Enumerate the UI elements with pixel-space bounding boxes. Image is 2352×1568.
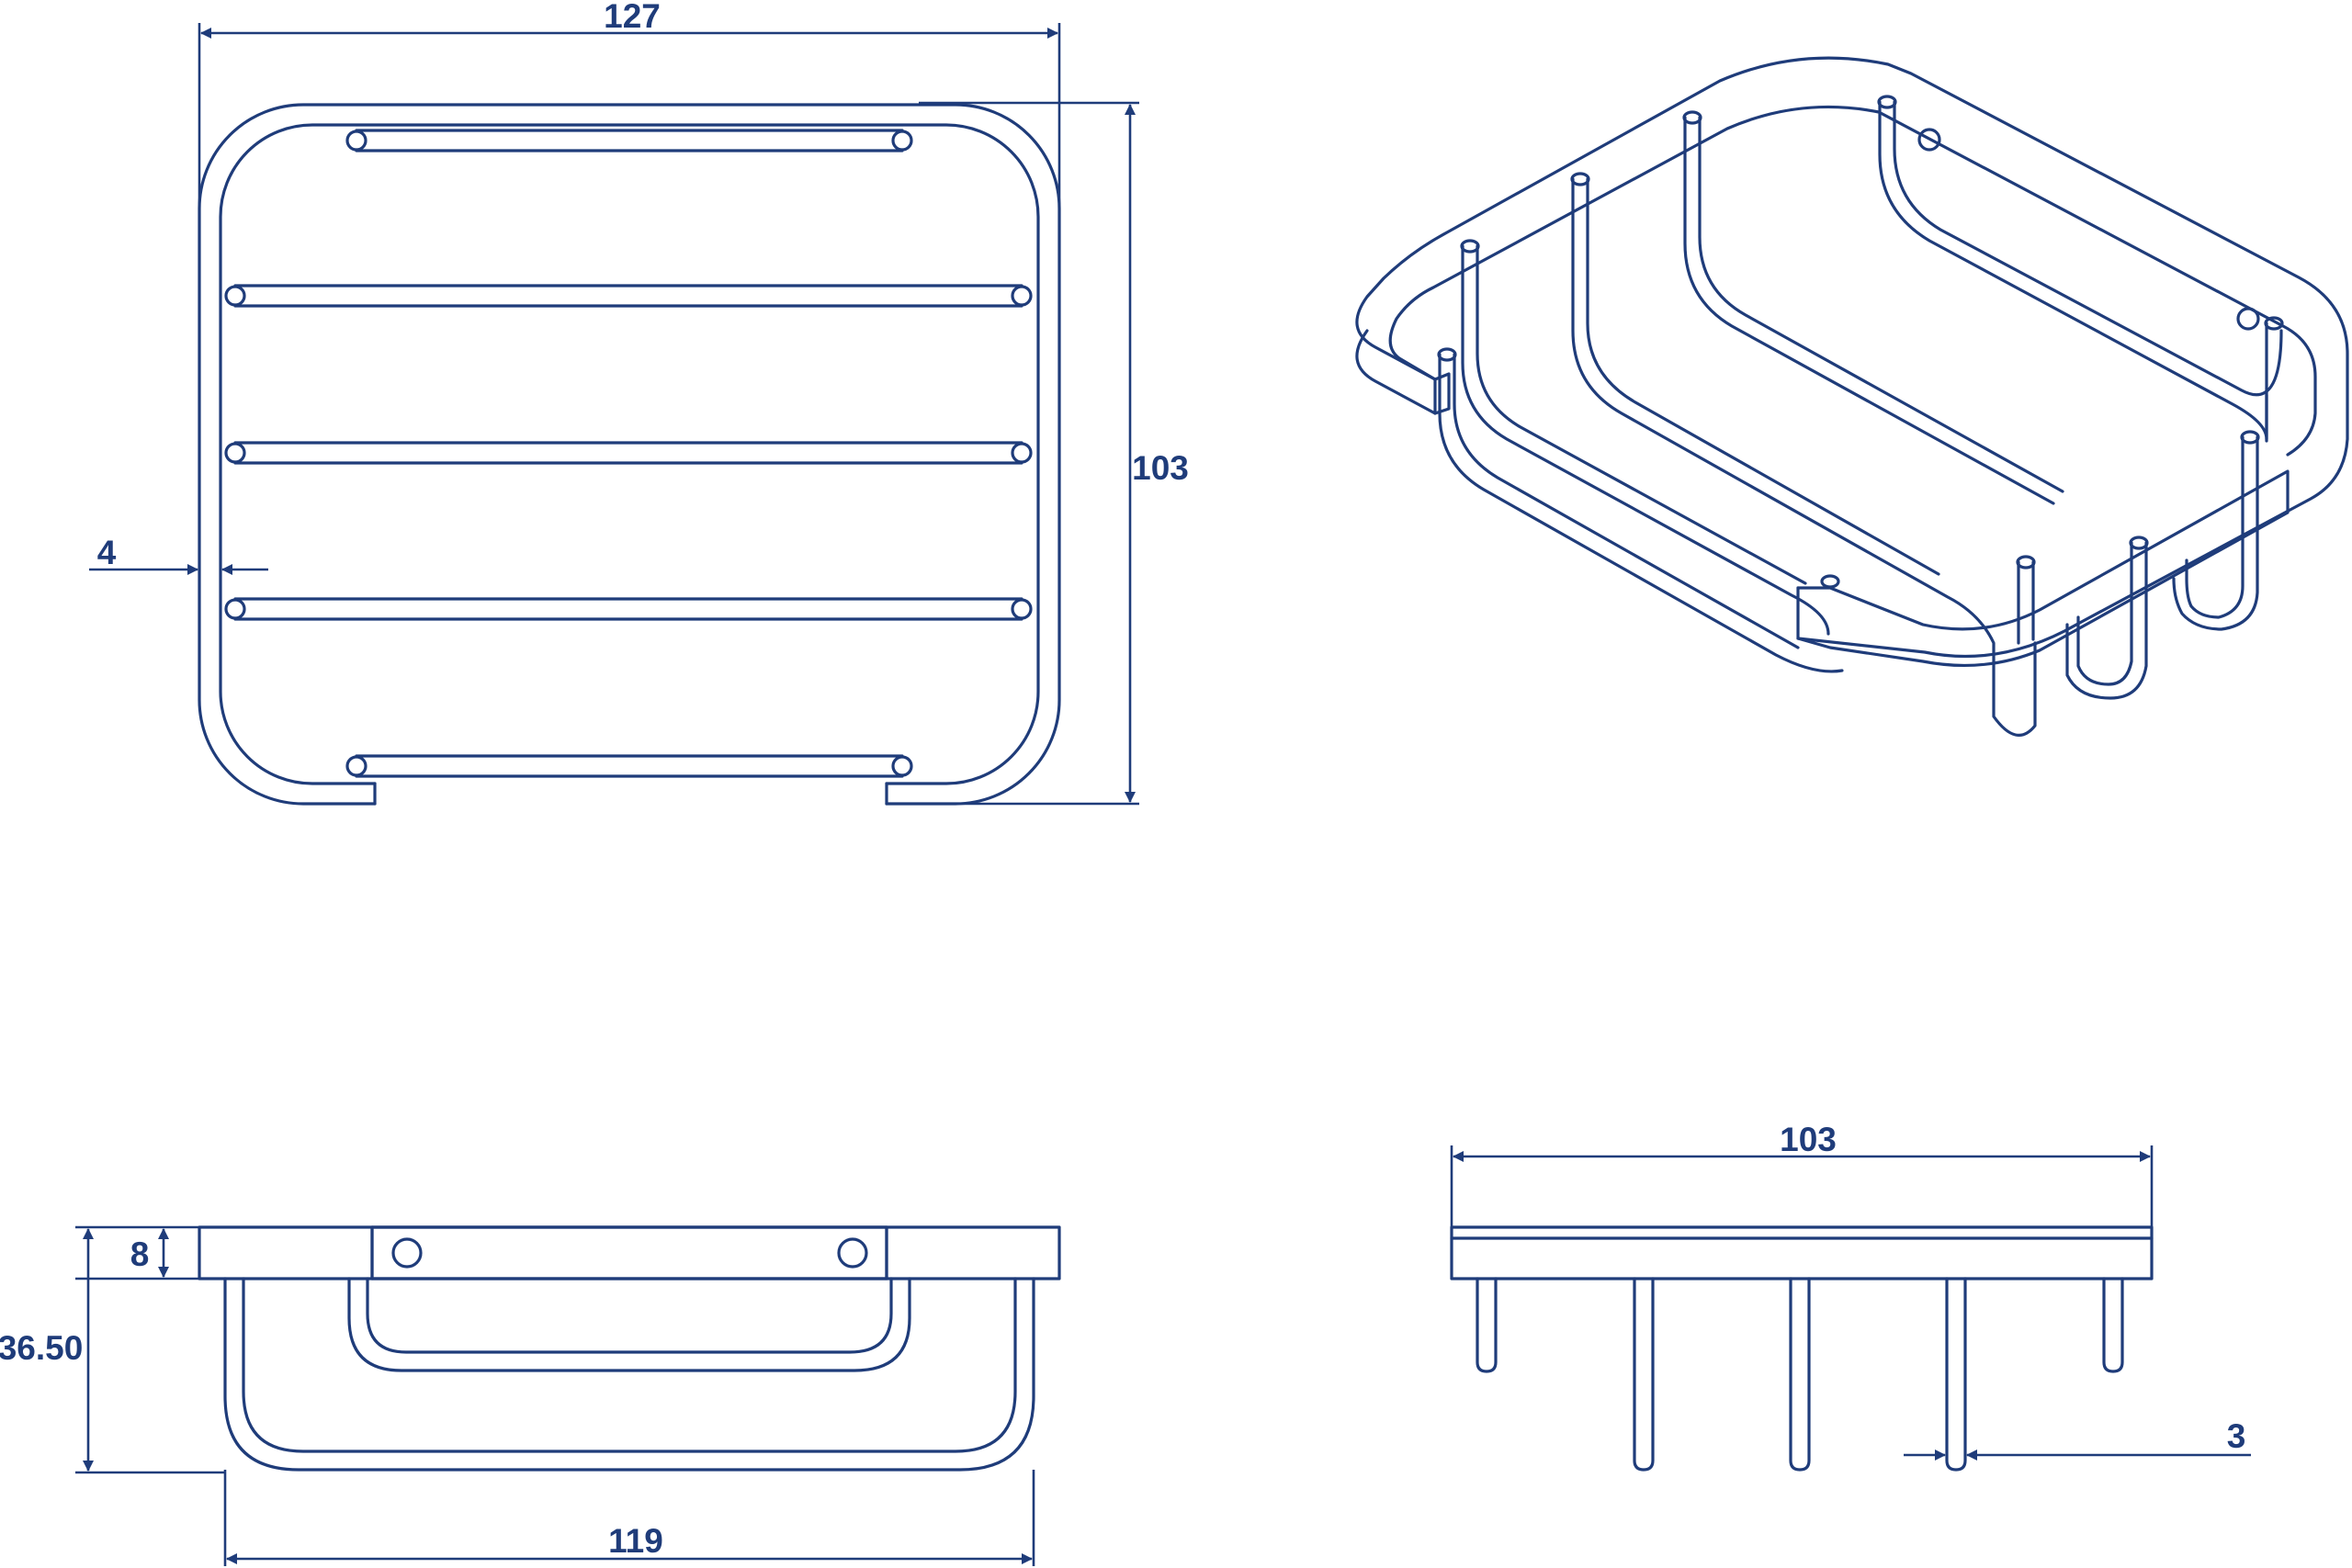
dim-label-36-50: 36.50 [0,1329,83,1367]
side-hole-left [391,1237,423,1269]
side-view: 8 36.50 119 [0,1225,1061,1566]
slat-4 [224,597,1033,621]
iso-rim-front [1796,469,2290,668]
slat-2 [224,284,1033,308]
dim-label-103-top: 103 [1132,449,1189,487]
side-hole-right [837,1237,868,1269]
dimension-height-top: 103 [919,101,1189,806]
dim-label-4: 4 [97,534,117,571]
iso-rim-end-left [1433,372,1451,415]
inner-rim [219,123,1040,785]
dimension-side-depth: 8 [75,1225,199,1280]
iso-rim-outer [1355,56,2349,659]
iso-pins [1437,95,2284,589]
dim-label-127: 127 [604,0,661,35]
dimension-side-height: 36.50 [0,1228,225,1474]
mount-hole-left [1917,128,1941,152]
slat-top [345,129,913,152]
isometric-view [1355,56,2349,737]
side-mount-plate [370,1225,888,1280]
dimension-rod: 3 [1904,1417,2251,1461]
side-outer-loop [223,1277,1035,1472]
front-rim [1450,1225,2154,1280]
side-inner-loop [347,1277,911,1372]
dim-label-103-front: 103 [1780,1121,1837,1158]
slat-3 [224,441,1033,465]
front-view: 103 3 [1450,1121,2251,1472]
dim-label-119: 119 [608,1522,663,1560]
side-rim [198,1225,1061,1280]
dimension-width-top: 127 [198,0,1061,211]
iso-wire-loops [1438,100,2283,737]
mount-hole-right [2236,307,2260,331]
iso-rim-inner [1388,105,2317,457]
dimension-wall: 4 [89,534,268,575]
iso-rim-lower [1355,329,1437,415]
outer-rim [198,103,1061,806]
dim-label-8: 8 [130,1235,150,1273]
dimension-front-width: 103 [1450,1121,2154,1227]
dimension-side-width: 119 [223,1470,1035,1566]
dim-label-3: 3 [2227,1417,2246,1455]
top-view: 127 103 4 [89,0,1189,806]
slat-bottom [345,754,913,778]
front-rods [1476,1277,2124,1472]
